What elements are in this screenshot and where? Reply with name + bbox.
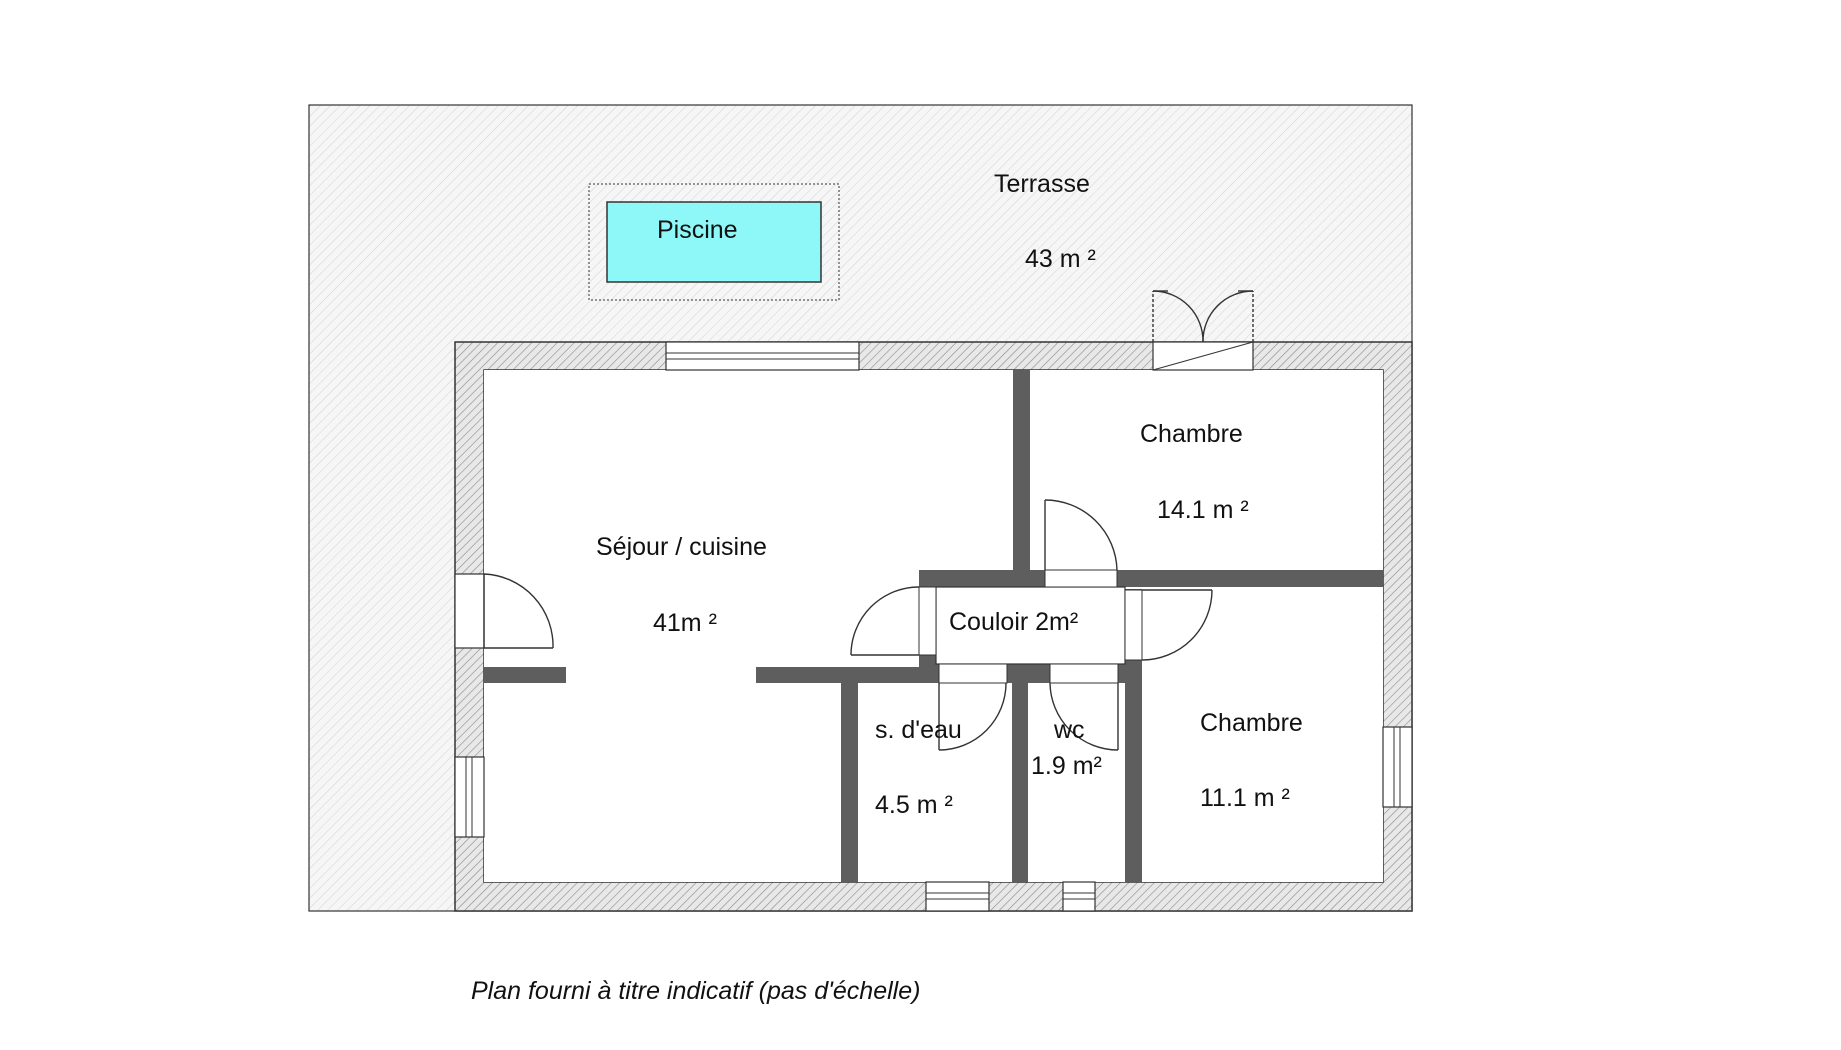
terrace-label: Terrasse <box>994 170 1090 198</box>
window-bottom-wc <box>1062 881 1096 912</box>
entry-door-left <box>454 573 554 649</box>
door-chambre2 <box>1124 589 1213 661</box>
door-wc <box>1049 663 1119 751</box>
wall-sdeau-wc <box>1012 683 1028 882</box>
bathroom-area-label: 4.5 m ² <box>875 791 953 819</box>
pool-surround <box>588 183 840 301</box>
corridor-outline <box>935 586 1126 665</box>
wall-living-partition-left <box>484 667 566 683</box>
bedroom1-label: Chambre <box>1140 420 1243 448</box>
bedroom2-area-label: 11.1 m ² <box>1200 784 1290 812</box>
bedroom1-area-label: 14.1 m ² <box>1157 496 1249 524</box>
pool-label: Piscine <box>657 216 738 244</box>
window-left <box>454 756 485 838</box>
door-corridor-living <box>850 586 937 656</box>
wc-area-label: 1.9 m² <box>1031 752 1102 780</box>
corridor-label: Couloir 2m² <box>949 608 1078 636</box>
bathroom-label: s. d'eau <box>875 716 962 744</box>
pool-water <box>606 201 822 283</box>
wc-label: wc <box>1053 716 1085 744</box>
door-chambre1 <box>1044 499 1118 588</box>
living-label: Séjour / cuisine <box>596 533 767 561</box>
bedroom2-label: Chambre <box>1200 709 1303 737</box>
window-bottom-sdeau <box>925 881 990 912</box>
terrace-area-label: 43 m ² <box>1025 245 1096 273</box>
living-area-label: 41m ² <box>653 609 717 637</box>
terrace-double-door <box>1152 290 1254 371</box>
wall-chambre1-left <box>1013 370 1030 570</box>
wall-wc-right <box>1125 589 1142 882</box>
disclaimer-note: Plan fourni à titre indicatif (pas d'éch… <box>471 977 920 1005</box>
wall-sdeau-left <box>841 683 858 882</box>
window-top <box>665 341 860 371</box>
door-sdeau <box>938 663 1008 751</box>
wall-living-partition-right <box>756 667 921 683</box>
window-right <box>1382 726 1413 808</box>
wall-corridor-top <box>919 570 1383 587</box>
